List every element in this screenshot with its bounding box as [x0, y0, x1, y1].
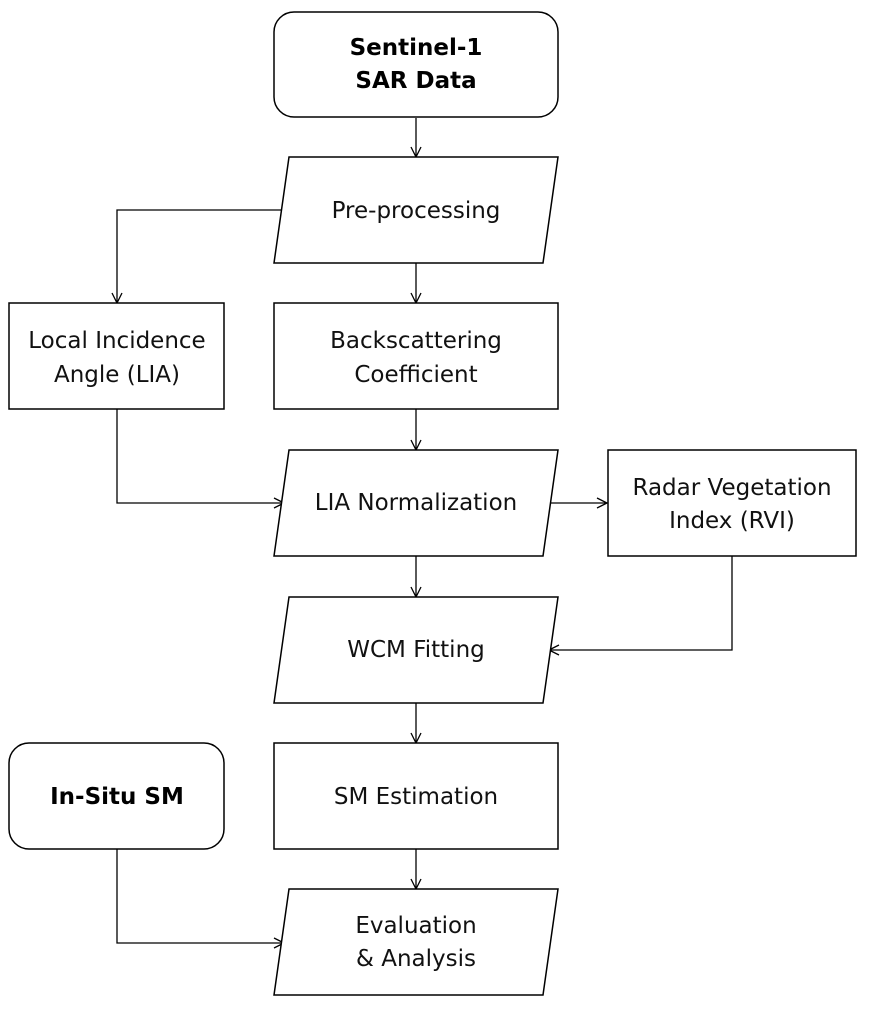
- edge-insitu-to-evaluation: [116, 849, 284, 943]
- node-insitu-label: In-Situ SM: [50, 784, 184, 810]
- node-sm-estimation: SM Estimation: [273, 742, 559, 850]
- node-sentinel-line-1: Sentinel-1: [350, 35, 483, 61]
- node-backscatter-line-2: Coefficient: [354, 362, 477, 388]
- node-radar-vegetation-index: Radar Vegetation Index (RVI): [607, 449, 857, 557]
- node-eval-line-2: & Analysis: [356, 946, 476, 972]
- node-preprocessing-label: Pre-processing: [332, 198, 501, 224]
- node-rvi-line-2: Index (RVI): [669, 508, 795, 534]
- node-wcm-label: WCM Fitting: [347, 637, 485, 663]
- edge-rvi-to-wcm: [549, 556, 733, 650]
- node-lia-norm-label: LIA Normalization: [315, 490, 517, 516]
- node-lia-normalization: LIA Normalization: [273, 449, 559, 557]
- node-sentinel-line-2: SAR Data: [355, 68, 476, 94]
- node-evaluation-analysis: Evaluation & Analysis: [273, 888, 559, 996]
- edge-preprocessing-to-lia: [117, 209, 283, 303]
- node-eval-line-1: Evaluation: [355, 913, 476, 939]
- node-preprocessing: Pre-processing: [273, 156, 559, 264]
- node-backscatter-line-1: Backscattering: [330, 328, 502, 354]
- node-sentinel-sar-data: Sentinel-1 SAR Data: [273, 11, 559, 118]
- node-rvi-line-1: Radar Vegetation: [632, 475, 831, 501]
- node-lia-line-2: Angle (LIA): [54, 362, 180, 388]
- edge-lia-to-lia-norm: [116, 409, 284, 503]
- node-backscattering-coefficient: Backscattering Coefficient: [273, 302, 559, 410]
- node-wcm-fitting: WCM Fitting: [273, 596, 559, 704]
- node-in-situ-sm: In-Situ SM: [8, 742, 225, 850]
- node-sm-estimation-label: SM Estimation: [334, 784, 498, 810]
- node-lia-line-1: Local Incidence: [28, 328, 205, 354]
- node-local-incidence-angle: Local Incidence Angle (LIA): [8, 302, 225, 410]
